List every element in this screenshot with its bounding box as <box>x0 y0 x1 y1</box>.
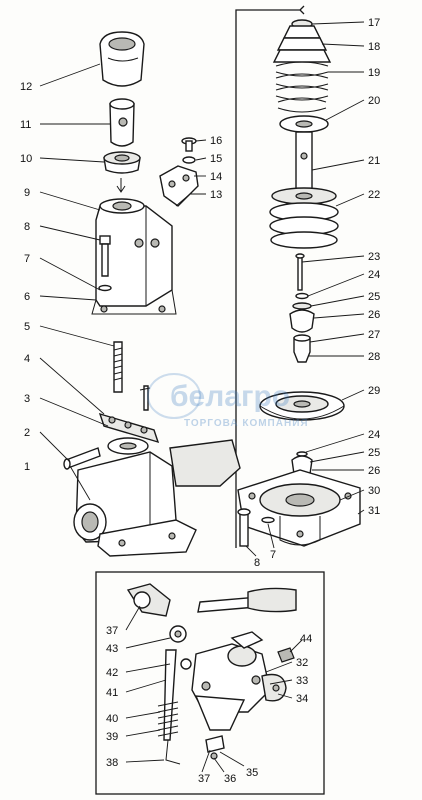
callout-20: 20 <box>368 95 380 107</box>
knob-part <box>99 31 145 87</box>
assembly-arrow <box>116 178 126 193</box>
callout-43: 43 <box>106 643 118 655</box>
callout-11: 11 <box>20 119 31 131</box>
callout-32: 32 <box>296 657 308 669</box>
callout-2: 2 <box>24 427 30 439</box>
base-housing <box>73 437 241 557</box>
callout-26: 26 <box>368 309 380 321</box>
callout-25-lower: 25 <box>368 447 380 459</box>
lower-housing <box>237 469 361 547</box>
valve-stack-upper <box>289 292 315 333</box>
nut-part <box>103 151 141 174</box>
watermark-logo-ring <box>147 373 201 419</box>
callout-39: 39 <box>106 731 118 743</box>
inset-linkage <box>126 583 297 765</box>
large-spring <box>269 187 339 249</box>
leader-lines <box>39 21 365 773</box>
callout-23: 23 <box>368 251 380 263</box>
callout-44: 44 <box>300 633 312 645</box>
callout-14: 14 <box>210 171 222 183</box>
callout-8: 8 <box>24 221 30 233</box>
callout-12: 12 <box>20 81 32 93</box>
washer-part-20 <box>279 115 329 133</box>
callout-26-lower: 26 <box>368 465 380 477</box>
callout-7: 7 <box>24 253 30 265</box>
callout-6: 6 <box>24 291 30 303</box>
callout-22: 22 <box>368 189 380 201</box>
valve-part <box>293 334 311 363</box>
callout-24-lower: 24 <box>368 429 380 441</box>
callout-31: 31 <box>368 505 380 517</box>
callout-25: 25 <box>368 291 380 303</box>
stud-and-lever <box>98 341 160 444</box>
callout-38: 38 <box>106 757 118 769</box>
callout-34: 34 <box>296 693 308 705</box>
bolt-part-right <box>237 508 275 547</box>
callout-labels: 1 2 3 4 5 6 7 8 9 10 11 12 13 14 15 16 1… <box>20 17 380 785</box>
rod-part <box>295 131 313 197</box>
boot-assembly <box>272 19 332 113</box>
callout-10: 10 <box>20 153 32 165</box>
watermark-brand: белагро <box>170 380 290 413</box>
callout-33: 33 <box>296 675 308 687</box>
watermark-tagline: ТОРГОВА КОМПАНИЯ <box>184 418 309 429</box>
callout-1: 1 <box>24 461 30 473</box>
callout-27: 27 <box>368 329 380 341</box>
callout-30: 30 <box>368 485 380 497</box>
callout-42: 42 <box>106 667 118 679</box>
callout-28: 28 <box>368 351 380 363</box>
callout-8-right: 8 <box>254 557 260 569</box>
company-watermark: белагро ТОРГОВА КОМПАНИЯ <box>147 373 309 429</box>
diaphragm-part <box>259 391 345 421</box>
callout-24: 24 <box>368 269 380 281</box>
callout-37: 37 <box>106 625 118 637</box>
callout-17: 17 <box>368 17 380 29</box>
callout-3: 3 <box>24 393 30 405</box>
callout-4: 4 <box>24 353 30 365</box>
upper-housing <box>91 198 177 315</box>
callout-7-right: 7 <box>270 549 276 561</box>
callout-29: 29 <box>368 385 380 397</box>
callout-40: 40 <box>106 713 118 725</box>
callout-15: 15 <box>210 153 222 165</box>
callout-16: 16 <box>210 135 222 147</box>
callout-41: 41 <box>106 687 118 699</box>
callout-5: 5 <box>24 321 30 333</box>
thin-pin <box>295 253 305 291</box>
callout-13: 13 <box>210 189 222 201</box>
detail-inset-frame <box>95 571 325 795</box>
assembly-frame-right <box>235 5 305 548</box>
screw-part <box>181 137 197 164</box>
callout-18: 18 <box>368 41 380 53</box>
callout-36: 36 <box>224 773 236 785</box>
callout-21: 21 <box>368 155 380 167</box>
callout-9: 9 <box>24 187 30 199</box>
callout-35: 35 <box>246 767 258 779</box>
callout-19: 19 <box>368 67 380 79</box>
inset-valve-body <box>191 631 287 760</box>
sleeve-part <box>109 98 135 147</box>
plate-part <box>159 165 199 207</box>
callout-37-lower: 37 <box>198 773 210 785</box>
